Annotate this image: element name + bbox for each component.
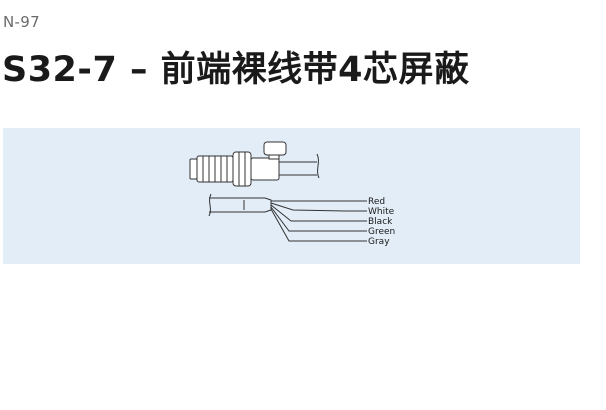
page-code: N-97 bbox=[3, 13, 40, 31]
connector-drawing bbox=[189, 141, 320, 187]
wire-label-green: Green bbox=[368, 227, 395, 237]
wire-label-black: Black bbox=[368, 217, 393, 227]
wire-label-white: White bbox=[368, 207, 395, 217]
cable-with-wires bbox=[208, 193, 367, 242]
wire-label-gray: Gray bbox=[368, 237, 390, 247]
wire-label-red: Red bbox=[368, 197, 385, 207]
page-title: S32-7 – 前端裸线带4芯屏蔽 bbox=[2, 50, 470, 90]
cable-drawing: Red White Black Green Gray bbox=[189, 141, 395, 247]
cable-figure-panel: Red White Black Green Gray bbox=[3, 128, 580, 264]
